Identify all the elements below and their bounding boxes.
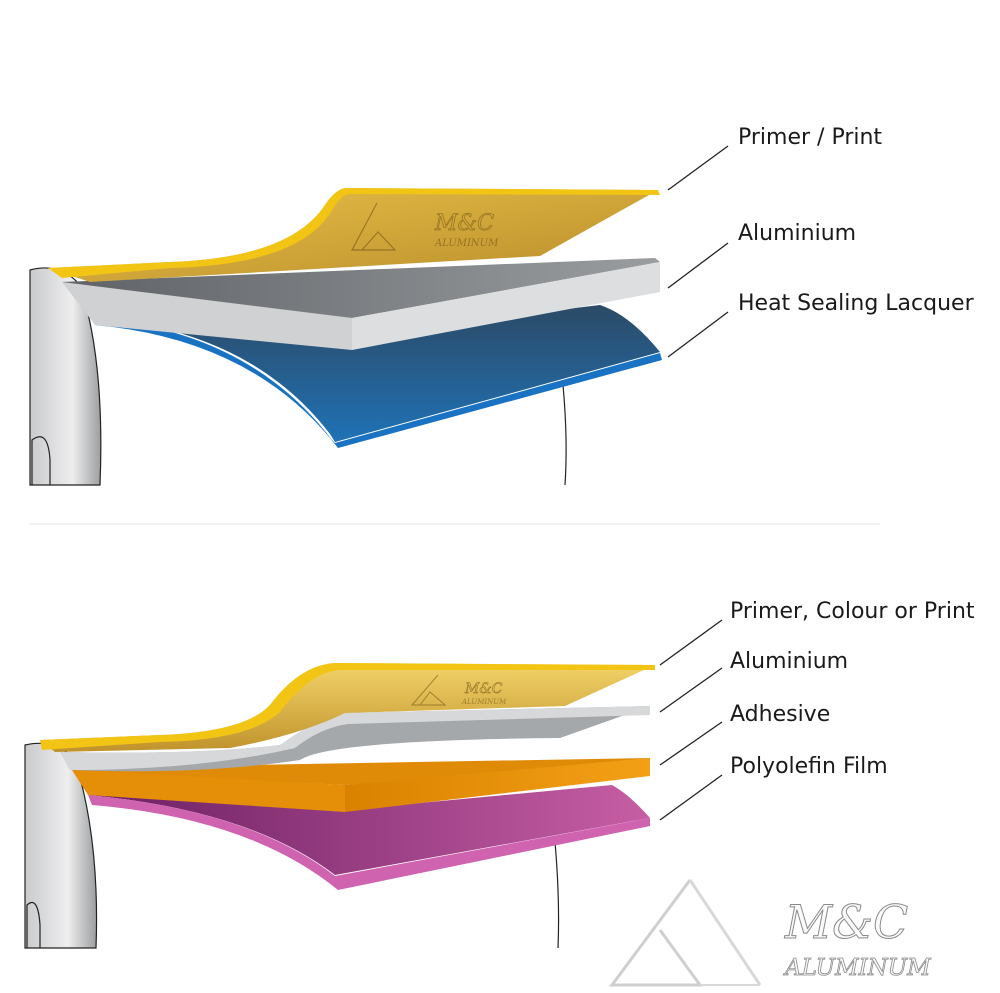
polyolefin-film-layer <box>88 785 650 890</box>
svg-text:ALUMINUM: ALUMINUM <box>434 238 499 249</box>
roll-edge-line <box>562 384 567 486</box>
embossed-logo: M&C ALUMINUM <box>351 202 499 251</box>
svg-text:M&C: M&C <box>784 895 908 949</box>
roll-edge-line <box>554 841 560 949</box>
svg-text:M&C: M&C <box>434 211 494 236</box>
bottom-diagram: M&C ALUMINUM Primer, Colour or Print Alu… <box>24 599 975 949</box>
label-polyolefin-film: Polyolefin Film <box>730 754 888 779</box>
primer-colour-print-layer: M&C ALUMINUM <box>40 663 655 752</box>
svg-text:ALUMINUM: ALUMINUM <box>461 698 507 706</box>
heat-sealing-lacquer-layer <box>95 305 662 448</box>
label-primer-print: Primer / Print <box>738 125 882 150</box>
svg-text:M&C: M&C <box>464 681 503 697</box>
adhesive-layer <box>70 758 650 812</box>
company-logo: M&C ALUMINUM <box>609 879 933 987</box>
aluminium-layer <box>62 258 660 350</box>
leader-lines <box>659 619 723 821</box>
label-adhesive: Adhesive <box>730 702 830 727</box>
leader-lines <box>667 145 729 358</box>
label-aluminium: Aluminium <box>730 649 848 674</box>
aluminium-layer <box>60 706 650 772</box>
roll-core <box>31 436 51 485</box>
embossed-logo: M&C ALUMINUM <box>410 674 507 706</box>
top-diagram: M&C ALUMINUM Primer / Print Aluminium He… <box>29 125 975 486</box>
roll-core <box>26 901 41 948</box>
label-primer-colour-print: Primer, Colour or Print <box>730 599 975 624</box>
label-aluminium: Aluminium <box>738 221 856 246</box>
svg-text:ALUMINUM: ALUMINUM <box>783 955 932 981</box>
primer-print-layer: M&C ALUMINUM <box>48 188 660 282</box>
label-heat-sealing-lacquer: Heat Sealing Lacquer <box>738 291 975 316</box>
